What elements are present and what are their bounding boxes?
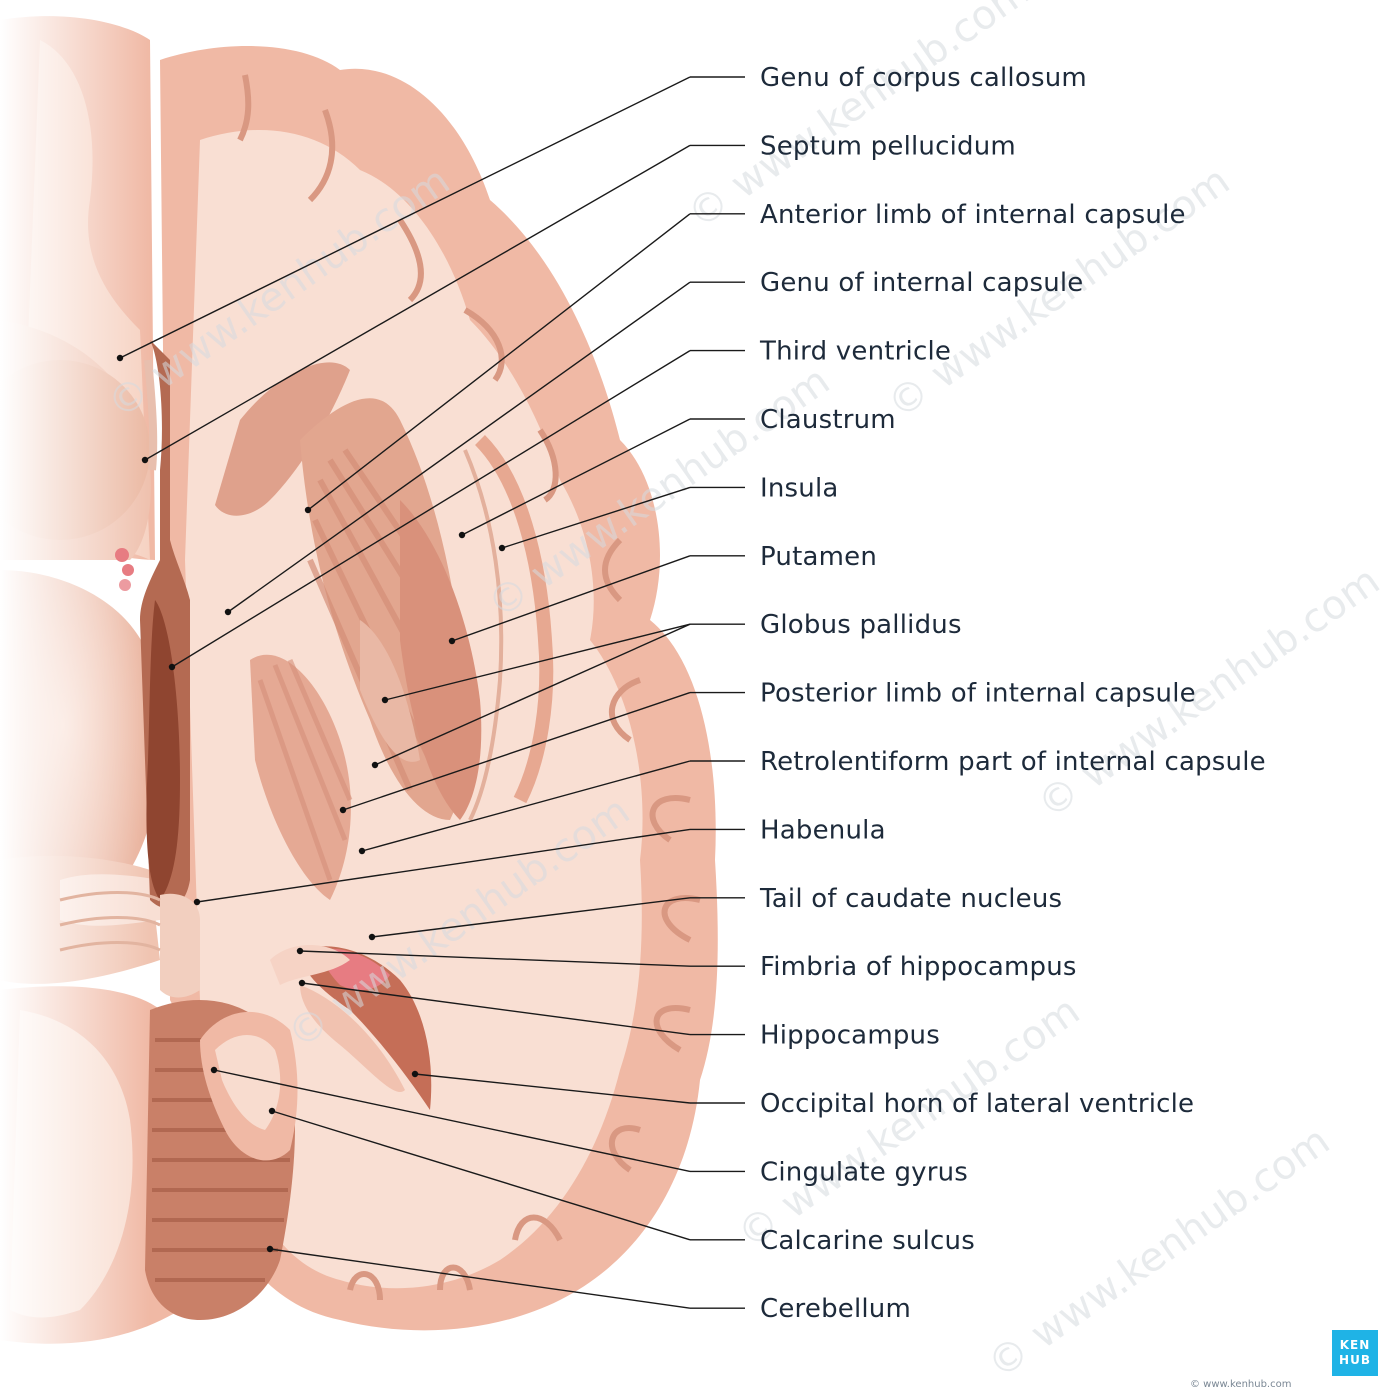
kenhub-logo: KEN HUB — [1332, 1330, 1378, 1376]
label-fimbria-hippocampus: Fimbria of hippocampus — [296, 947, 1077, 982]
leader-line — [451, 555, 691, 642]
label-text: Globus pallidus — [760, 610, 962, 640]
label-anterior-limb-internal-capsule: Anterior limb of internal capsule — [304, 200, 1186, 514]
label-third-ventricle: Third ventricle — [168, 337, 951, 671]
leader-line — [213, 1069, 691, 1173]
leader-line — [301, 982, 691, 1036]
label-text: Genu of internal capsule — [760, 268, 1084, 298]
leader-line — [342, 691, 691, 811]
label-text: Occipital horn of lateral ventricle — [760, 1089, 1194, 1119]
leader-dot — [116, 354, 124, 362]
leader-line — [361, 760, 691, 852]
label-retrolentiform-internal-capsule: Retrolentiform part of internal capsule — [358, 747, 1266, 855]
leader-line — [299, 950, 691, 967]
label-text: Cingulate gyrus — [760, 1157, 968, 1187]
leader-dot — [210, 1066, 218, 1074]
leader-line — [196, 828, 691, 903]
label-posterior-limb-internal-capsule: Posterior limb of internal capsule — [339, 679, 1196, 814]
cerebellum — [59, 891, 298, 1320]
label-text: Putamen — [760, 542, 877, 572]
label-text: Hippocampus — [760, 1021, 940, 1051]
hippocampal-region — [270, 945, 405, 1092]
leader-dot — [304, 506, 312, 514]
label-text: Septum pellucidum — [760, 131, 1016, 161]
leader-dot — [298, 979, 306, 987]
leader-dot — [268, 1107, 276, 1115]
leader-line — [461, 418, 691, 536]
logo-line-1: KEN — [1339, 1338, 1371, 1352]
label-text: Anterior limb of internal capsule — [760, 200, 1186, 230]
leader-dot — [193, 898, 201, 906]
label-text: Calcarine sulcus — [760, 1226, 975, 1256]
leader-line — [374, 623, 691, 766]
label-insula: Insula — [498, 473, 839, 552]
leader-dot — [411, 1070, 419, 1078]
deep-nuclei — [215, 362, 482, 900]
label-text: Third ventricle — [759, 337, 951, 367]
leader-line — [414, 1073, 691, 1104]
label-text: Retrolentiform part of internal capsule — [760, 747, 1266, 777]
leader-line — [371, 897, 691, 938]
leader-line — [501, 486, 691, 549]
label-text: Cerebellum — [760, 1294, 911, 1324]
medial-structures — [0, 0, 180, 1400]
leader-dot — [266, 1245, 274, 1253]
copyright-text: © www.kenhub.com — [1190, 1379, 1292, 1390]
label-occipital-horn-lateral-ventricle: Occipital horn of lateral ventricle — [411, 1070, 1194, 1119]
label-tail-caudate-nucleus: Tail of caudate nucleus — [368, 884, 1062, 941]
label-hippocampus: Hippocampus — [298, 979, 940, 1051]
label-claustrum: Claustrum — [458, 405, 896, 539]
leader-line — [307, 213, 691, 511]
leader-dot — [371, 761, 379, 769]
label-calcarine-sulcus: Calcarine sulcus — [268, 1107, 975, 1256]
label-text: Posterior limb of internal capsule — [760, 679, 1196, 709]
label-globus-pallidus: Globus pallidus — [371, 610, 962, 769]
label-text: Insula — [760, 473, 839, 503]
leader-line — [269, 1248, 691, 1309]
leader-line — [384, 623, 691, 701]
leader-dot — [458, 531, 466, 539]
logo-line-2: HUB — [1339, 1353, 1371, 1367]
leader-dot — [168, 663, 176, 671]
label-habenula: Habenula — [193, 815, 886, 906]
leader-dot — [381, 696, 389, 704]
label-text: Fimbria of hippocampus — [760, 952, 1077, 982]
leader-dot — [368, 933, 376, 941]
label-genu-internal-capsule: Genu of internal capsule — [224, 268, 1084, 616]
leader-dot — [224, 608, 232, 616]
label-text: Claustrum — [760, 405, 896, 435]
leader-line — [171, 350, 691, 668]
label-cingulate-gyrus: Cingulate gyrus — [210, 1066, 968, 1187]
label-text: Genu of corpus callosum — [760, 63, 1087, 93]
leader-line — [271, 1110, 691, 1241]
leader-line — [119, 76, 691, 359]
leader-dot — [448, 637, 456, 645]
leader-line — [144, 144, 691, 461]
label-septum-pellucidum: Septum pellucidum — [141, 131, 1016, 464]
label-text: Habenula — [760, 815, 886, 845]
leader-dot — [296, 947, 304, 955]
label-text: Tail of caudate nucleus — [759, 884, 1062, 914]
leader-line — [227, 281, 691, 613]
leader-dot — [358, 847, 366, 855]
watermark-text: © www.kenhub.com — [979, 1118, 1338, 1388]
label-putamen: Putamen — [448, 542, 877, 645]
leader-dot — [339, 806, 347, 814]
leader-dot — [498, 544, 506, 552]
label-genu-corpus-callosum: Genu of corpus callosum — [116, 63, 1087, 362]
leader-dot — [141, 456, 149, 464]
label-cerebellum: Cerebellum — [266, 1245, 911, 1324]
